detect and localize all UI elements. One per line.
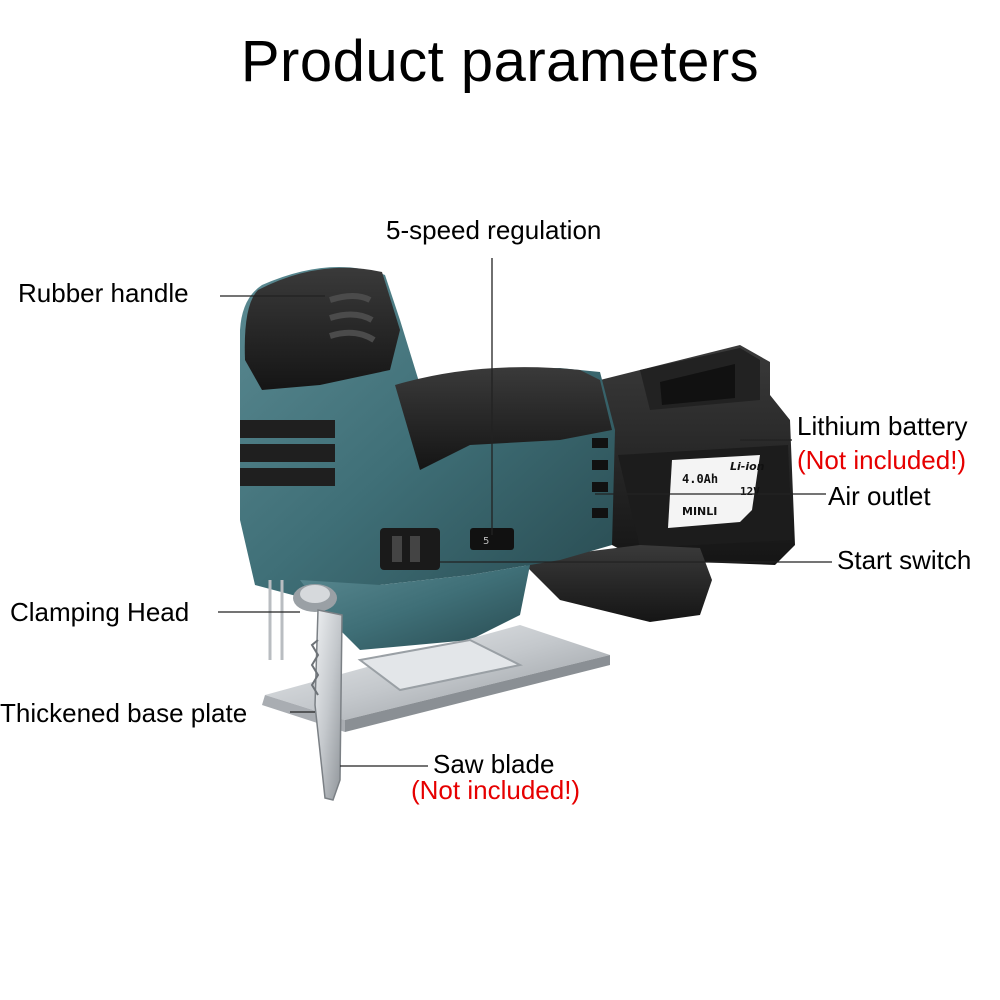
label-saw-blade: Saw blade — [433, 749, 555, 779]
guide-rod — [268, 580, 284, 660]
label-speed-regulation: 5-speed regulation — [386, 215, 602, 245]
saw-blade — [314, 609, 343, 801]
battery-capacity: 4.0Ah — [682, 472, 718, 486]
lithium-battery: 4.0Ah Li-ion MINLI 12V — [600, 345, 795, 565]
page-title: Product parameters — [240, 29, 760, 94]
battery-chemistry: Li-ion — [730, 460, 765, 473]
jigsaw-body: 5 — [240, 267, 615, 650]
battery-brand: MINLI — [682, 505, 717, 518]
rear-housing — [520, 545, 712, 622]
label-blade-not-included: (Not included!) — [411, 775, 581, 805]
label-air-outlet: Air outlet — [828, 481, 931, 511]
label-start-switch: Start switch — [837, 545, 972, 575]
label-rubber-handle: Rubber handle — [18, 278, 189, 308]
label-base-plate: Thickened base plate — [0, 698, 248, 728]
label-lithium-battery: Lithium battery — [797, 411, 968, 441]
base-plate — [262, 625, 610, 732]
label-battery-not-included: (Not included!) — [797, 445, 967, 475]
label-clamping-head: Clamping Head — [10, 597, 190, 627]
clamping-head — [293, 584, 337, 612]
battery-voltage: 12V — [740, 485, 760, 498]
svg-text:5: 5 — [483, 536, 489, 547]
leader-lines — [218, 258, 832, 767]
